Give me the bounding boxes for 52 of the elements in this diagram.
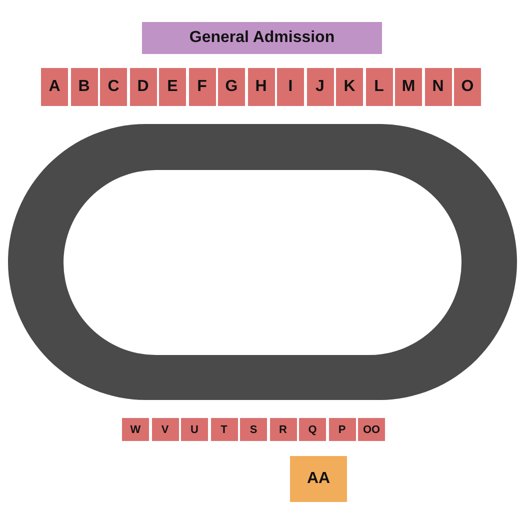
seating-section	[240, 418, 267, 441]
section-label: W	[130, 424, 141, 436]
seating-section	[328, 418, 356, 441]
section-label: H	[255, 78, 267, 96]
seating-section	[122, 418, 149, 441]
section-label: N	[432, 78, 444, 96]
section-label: C	[108, 78, 120, 96]
section-label: D	[137, 78, 149, 96]
seating-section	[248, 68, 274, 106]
section-label: J	[316, 78, 324, 96]
seating-section	[159, 68, 186, 106]
section-label: G	[225, 78, 238, 96]
section-label: V	[161, 424, 169, 436]
section-label: O	[461, 78, 474, 96]
section-label: A	[48, 78, 60, 96]
section-label: T	[220, 424, 228, 436]
seating-section	[299, 418, 326, 441]
section-label: General Admission	[189, 29, 335, 47]
seating-section	[181, 418, 208, 441]
section-label: S	[250, 424, 258, 436]
seating-section	[336, 68, 363, 106]
section-label: Q	[308, 424, 317, 436]
section-label: M	[402, 78, 416, 96]
seating-section	[290, 456, 347, 502]
seating-section	[270, 418, 296, 441]
seating-section	[188, 68, 216, 106]
section-label: L	[374, 78, 384, 96]
seating-section	[210, 418, 238, 441]
section-label: OO	[362, 424, 380, 436]
seating-section	[424, 68, 452, 106]
seating-section	[306, 68, 334, 106]
seating-section	[218, 68, 245, 106]
section-label: I	[288, 78, 293, 96]
section-label: F	[197, 78, 207, 96]
seating-section	[454, 68, 481, 106]
section-label: E	[167, 78, 178, 96]
seating-section	[41, 68, 68, 106]
seating-section	[70, 68, 98, 106]
seating-section	[277, 68, 304, 106]
seating-section	[130, 68, 156, 106]
section-label: U	[190, 424, 198, 436]
seating-section	[358, 418, 385, 441]
seating-section	[100, 68, 127, 106]
section-label: B	[78, 78, 90, 96]
section-label: K	[344, 78, 356, 96]
seating-section	[152, 418, 178, 441]
seating-section	[366, 68, 392, 106]
section-label: P	[338, 424, 346, 436]
section-label: R	[279, 424, 287, 436]
seating-section	[395, 68, 422, 106]
general-admission-section	[142, 22, 382, 54]
section-label: AA	[306, 470, 330, 488]
